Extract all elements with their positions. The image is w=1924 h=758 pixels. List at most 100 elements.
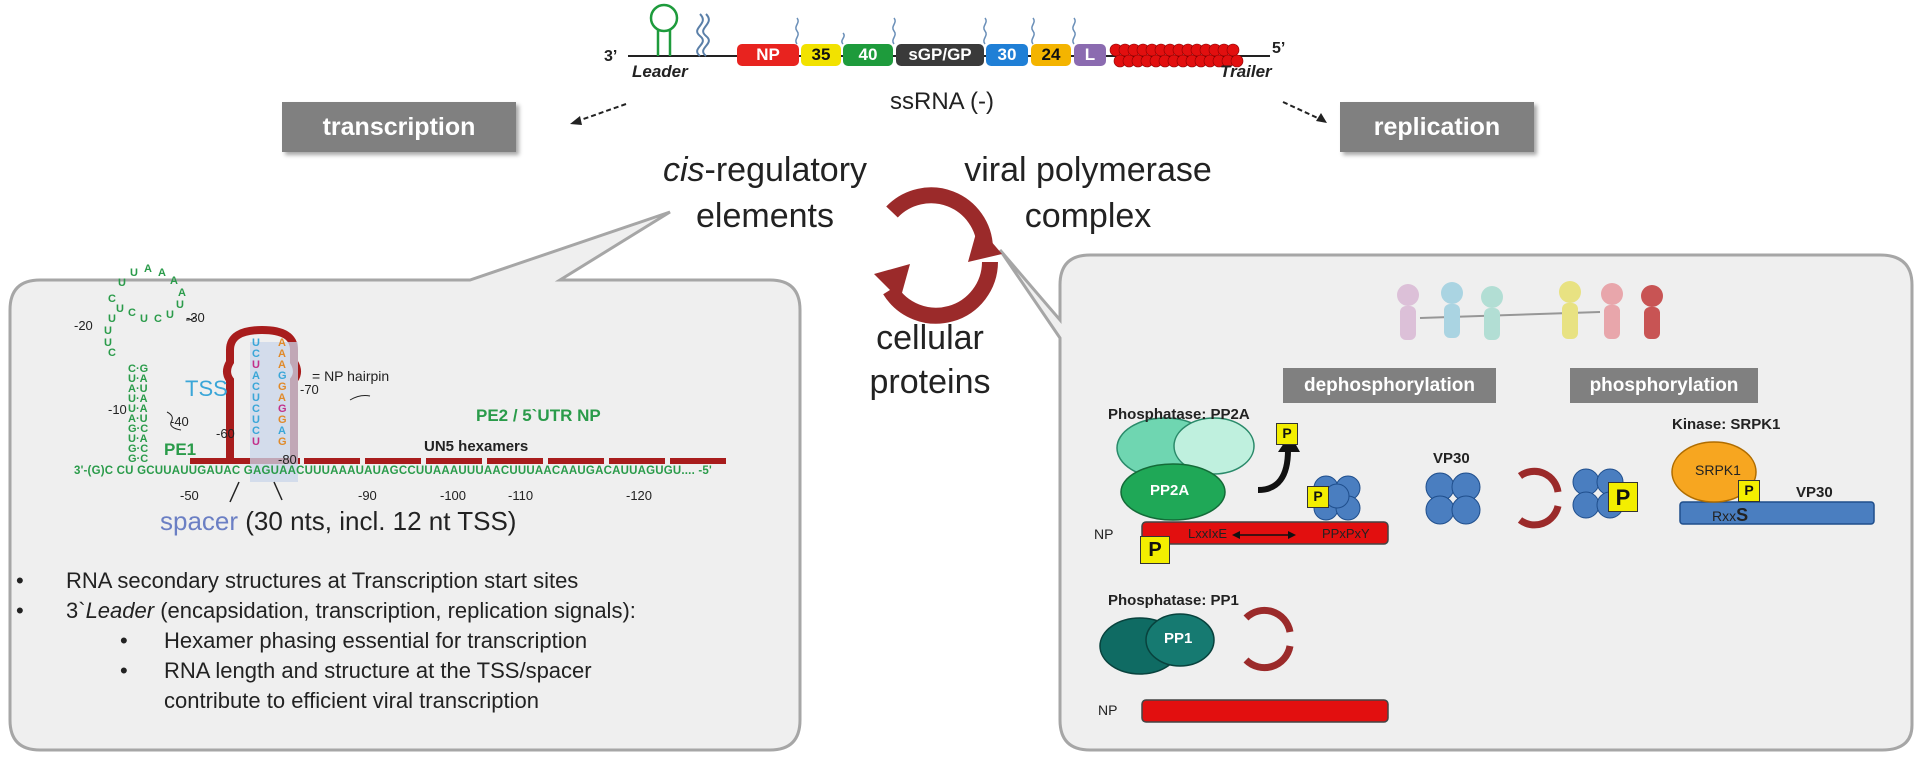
bullet-item: •Hexamer phasing essential for transcrip… [120, 628, 588, 653]
svg-text:A: A [278, 348, 286, 360]
tss-label: TSS [185, 376, 228, 401]
svg-text:C: C [108, 293, 116, 305]
svg-text:A: A [278, 337, 286, 349]
bullet-item: •RNA length and structure at the TSS/spa… [120, 658, 592, 683]
svg-text:A: A [278, 392, 286, 404]
p-tag-srpk1: P [1738, 480, 1760, 502]
svg-text:C: C [252, 403, 260, 415]
svg-text:U: U [252, 414, 260, 426]
leader-hairpin-small-icon [696, 13, 710, 57]
svg-text:A: A [158, 267, 166, 279]
svg-text:A: A [144, 263, 152, 275]
bullet-item: •RNA secondary structures at Transcripti… [16, 568, 579, 593]
tug-of-war-icon [1397, 281, 1663, 340]
svg-text:C: C [154, 313, 162, 325]
pp1-title: Phosphatase: PP1 [1108, 592, 1239, 609]
svg-text:G: G [278, 414, 287, 426]
svg-text:U: U [108, 313, 116, 325]
np-bar-2 [1141, 699, 1389, 723]
p-tag-pp2a: P [1276, 423, 1298, 445]
gene-24: 24 [1031, 44, 1071, 66]
position-label: -90 [358, 488, 377, 503]
svg-text:G·C: G·C [128, 443, 148, 455]
p-tag-np: P [1140, 536, 1170, 564]
genome-3-end: 3’ [604, 48, 618, 65]
position-label: -60 [216, 426, 235, 441]
small-cycle-icon-1 [1517, 467, 1562, 529]
np-label-2: NP [1098, 702, 1118, 718]
svg-text:C: C [128, 307, 136, 319]
phosphorylation-box: phosphorylation [1570, 368, 1758, 403]
vp30-bar-label: VP30 [1796, 484, 1833, 501]
svg-text:U: U [104, 337, 112, 349]
svg-text:A·U: A·U [128, 383, 148, 395]
vp30-cluster-2-icon [1425, 472, 1481, 525]
np-bar [1141, 521, 1389, 545]
svg-text:U: U [252, 436, 260, 448]
position-label: -80 [278, 452, 297, 467]
np-motif-lxxixe: LxxIxE [1188, 526, 1228, 541]
arrow-head-replication [1316, 113, 1327, 123]
svg-text:G·C: G·C [128, 423, 148, 435]
srpk1-label: SRPK1 [1695, 462, 1741, 478]
left-callout-bubble [8, 210, 802, 752]
svg-text:C·G: C·G [128, 363, 148, 375]
bullet-item: contribute to efficient viral transcript… [164, 688, 539, 713]
elements-label: elements [696, 197, 834, 235]
p-tag-vp30-1: P [1307, 486, 1329, 508]
gene-np: NP [737, 44, 799, 66]
loop-position-label: -40 [170, 414, 189, 429]
arrow-to-transcription [574, 103, 627, 123]
polymerase-label-2: complex [1024, 197, 1152, 235]
position-label: -110 [508, 488, 534, 503]
cycle-arrowhead-1 [968, 226, 1002, 262]
svg-text:A·U: A·U [128, 413, 148, 425]
svg-text:A: A [252, 370, 260, 382]
rna-sequence: 3'-(G)C CU GCUUAUUGAUAC GAGUAACUUUAAAUAU… [74, 465, 712, 477]
np-motif-ppxpxy: PPxPxY [1322, 526, 1370, 541]
cis-regulatory-label: cis-regulatory [662, 151, 868, 189]
position-label: -100 [440, 488, 467, 503]
svg-text:U: U [166, 309, 174, 321]
bullet-dot: • [16, 598, 24, 623]
svg-text:U: U [252, 359, 260, 371]
np-label: NP [1094, 526, 1114, 542]
ssrna-label: ssRNA (-) [890, 88, 994, 115]
bullet-dot: • [120, 658, 128, 683]
kinase-title: Kinase: SRPK1 [1672, 416, 1781, 433]
svg-text:U·A: U·A [128, 393, 148, 405]
svg-text:U: U [118, 277, 126, 289]
genome-5-end: 5’ [1272, 40, 1286, 57]
arrow-head-transcription [570, 116, 582, 125]
svg-text:U·A: U·A [128, 373, 148, 385]
svg-text:U·A: U·A [128, 433, 148, 445]
position-label: -50 [180, 488, 199, 503]
pe2-label: PE2 / 5`UTR NP [476, 406, 601, 425]
pe1-label: PE1 [164, 440, 197, 459]
vp30-cluster-1-icon [1313, 475, 1361, 521]
position-label: -70 [300, 382, 319, 397]
svg-text:U: U [140, 313, 148, 325]
dephos-arrow [1257, 449, 1291, 493]
bullet-dot: • [16, 568, 24, 593]
svg-text:G·C: G·C [128, 453, 148, 465]
svg-text:C: C [252, 348, 260, 360]
svg-text:G: G [278, 370, 287, 382]
pp2a-title: Phosphatase: PP2A [1108, 406, 1250, 423]
svg-text:A: A [278, 425, 286, 437]
pp1-label: PP1 [1164, 630, 1193, 647]
svg-text:A: A [278, 359, 286, 371]
srpk1-blob [1671, 441, 1757, 503]
p-tag-vp30-2: P [1608, 482, 1638, 512]
gene-l: L [1074, 44, 1106, 66]
svg-text:U: U [130, 267, 138, 279]
svg-text:G: G [278, 381, 287, 393]
transcription-box: transcription [282, 102, 516, 152]
hairpin-note: = NP hairpin [312, 368, 390, 384]
gene-40: 40 [843, 44, 893, 66]
cycle-arrowhead-2 [874, 264, 910, 300]
cellular-label-1: cellular [876, 319, 984, 357]
gene-35: 35 [801, 44, 841, 66]
vp30-bar [1679, 501, 1875, 525]
